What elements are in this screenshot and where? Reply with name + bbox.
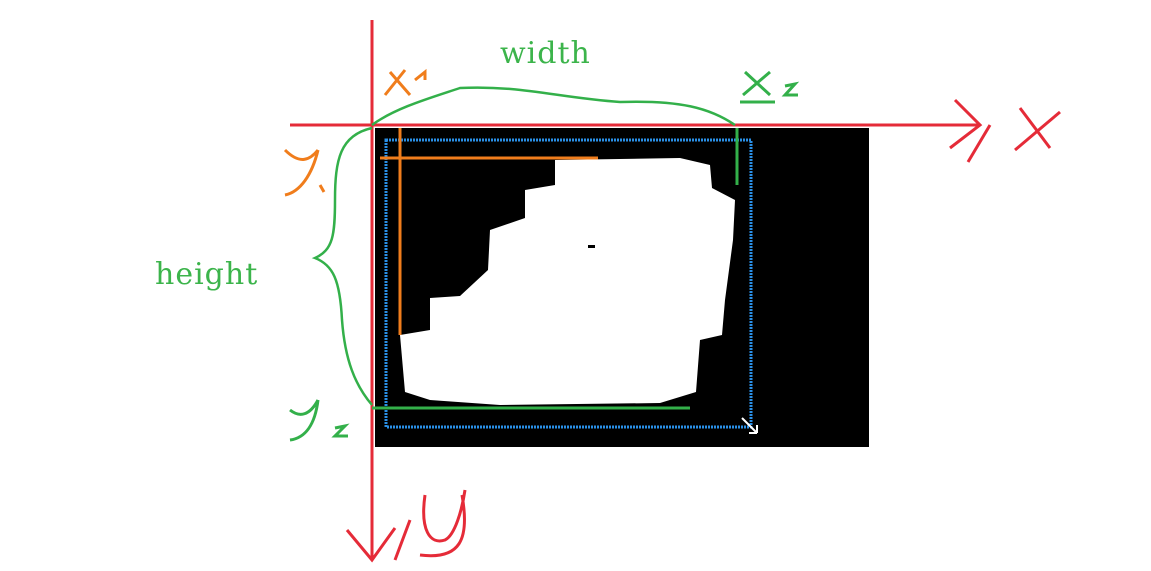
height-label: height bbox=[155, 257, 259, 292]
y-axis-arrowhead bbox=[345, 527, 397, 563]
x1-label-handwritten bbox=[383, 68, 427, 96]
x2-label-handwritten bbox=[740, 70, 800, 104]
y2-label-handwritten bbox=[289, 399, 350, 442]
height-brace bbox=[311, 126, 373, 406]
x-axis-label-x bbox=[1014, 107, 1061, 152]
resize-arrow-icon bbox=[741, 417, 758, 434]
x-axis-label-slash bbox=[966, 124, 992, 163]
selection-box bbox=[384, 138, 753, 429]
width-brace bbox=[371, 86, 736, 127]
binary-blob bbox=[400, 158, 735, 405]
y-axis-label-y bbox=[393, 489, 467, 561]
y1-label-handwritten bbox=[283, 148, 326, 197]
x-axis-arrowhead bbox=[949, 98, 983, 150]
blob-speck bbox=[588, 245, 595, 248]
width-label: width bbox=[500, 36, 591, 71]
